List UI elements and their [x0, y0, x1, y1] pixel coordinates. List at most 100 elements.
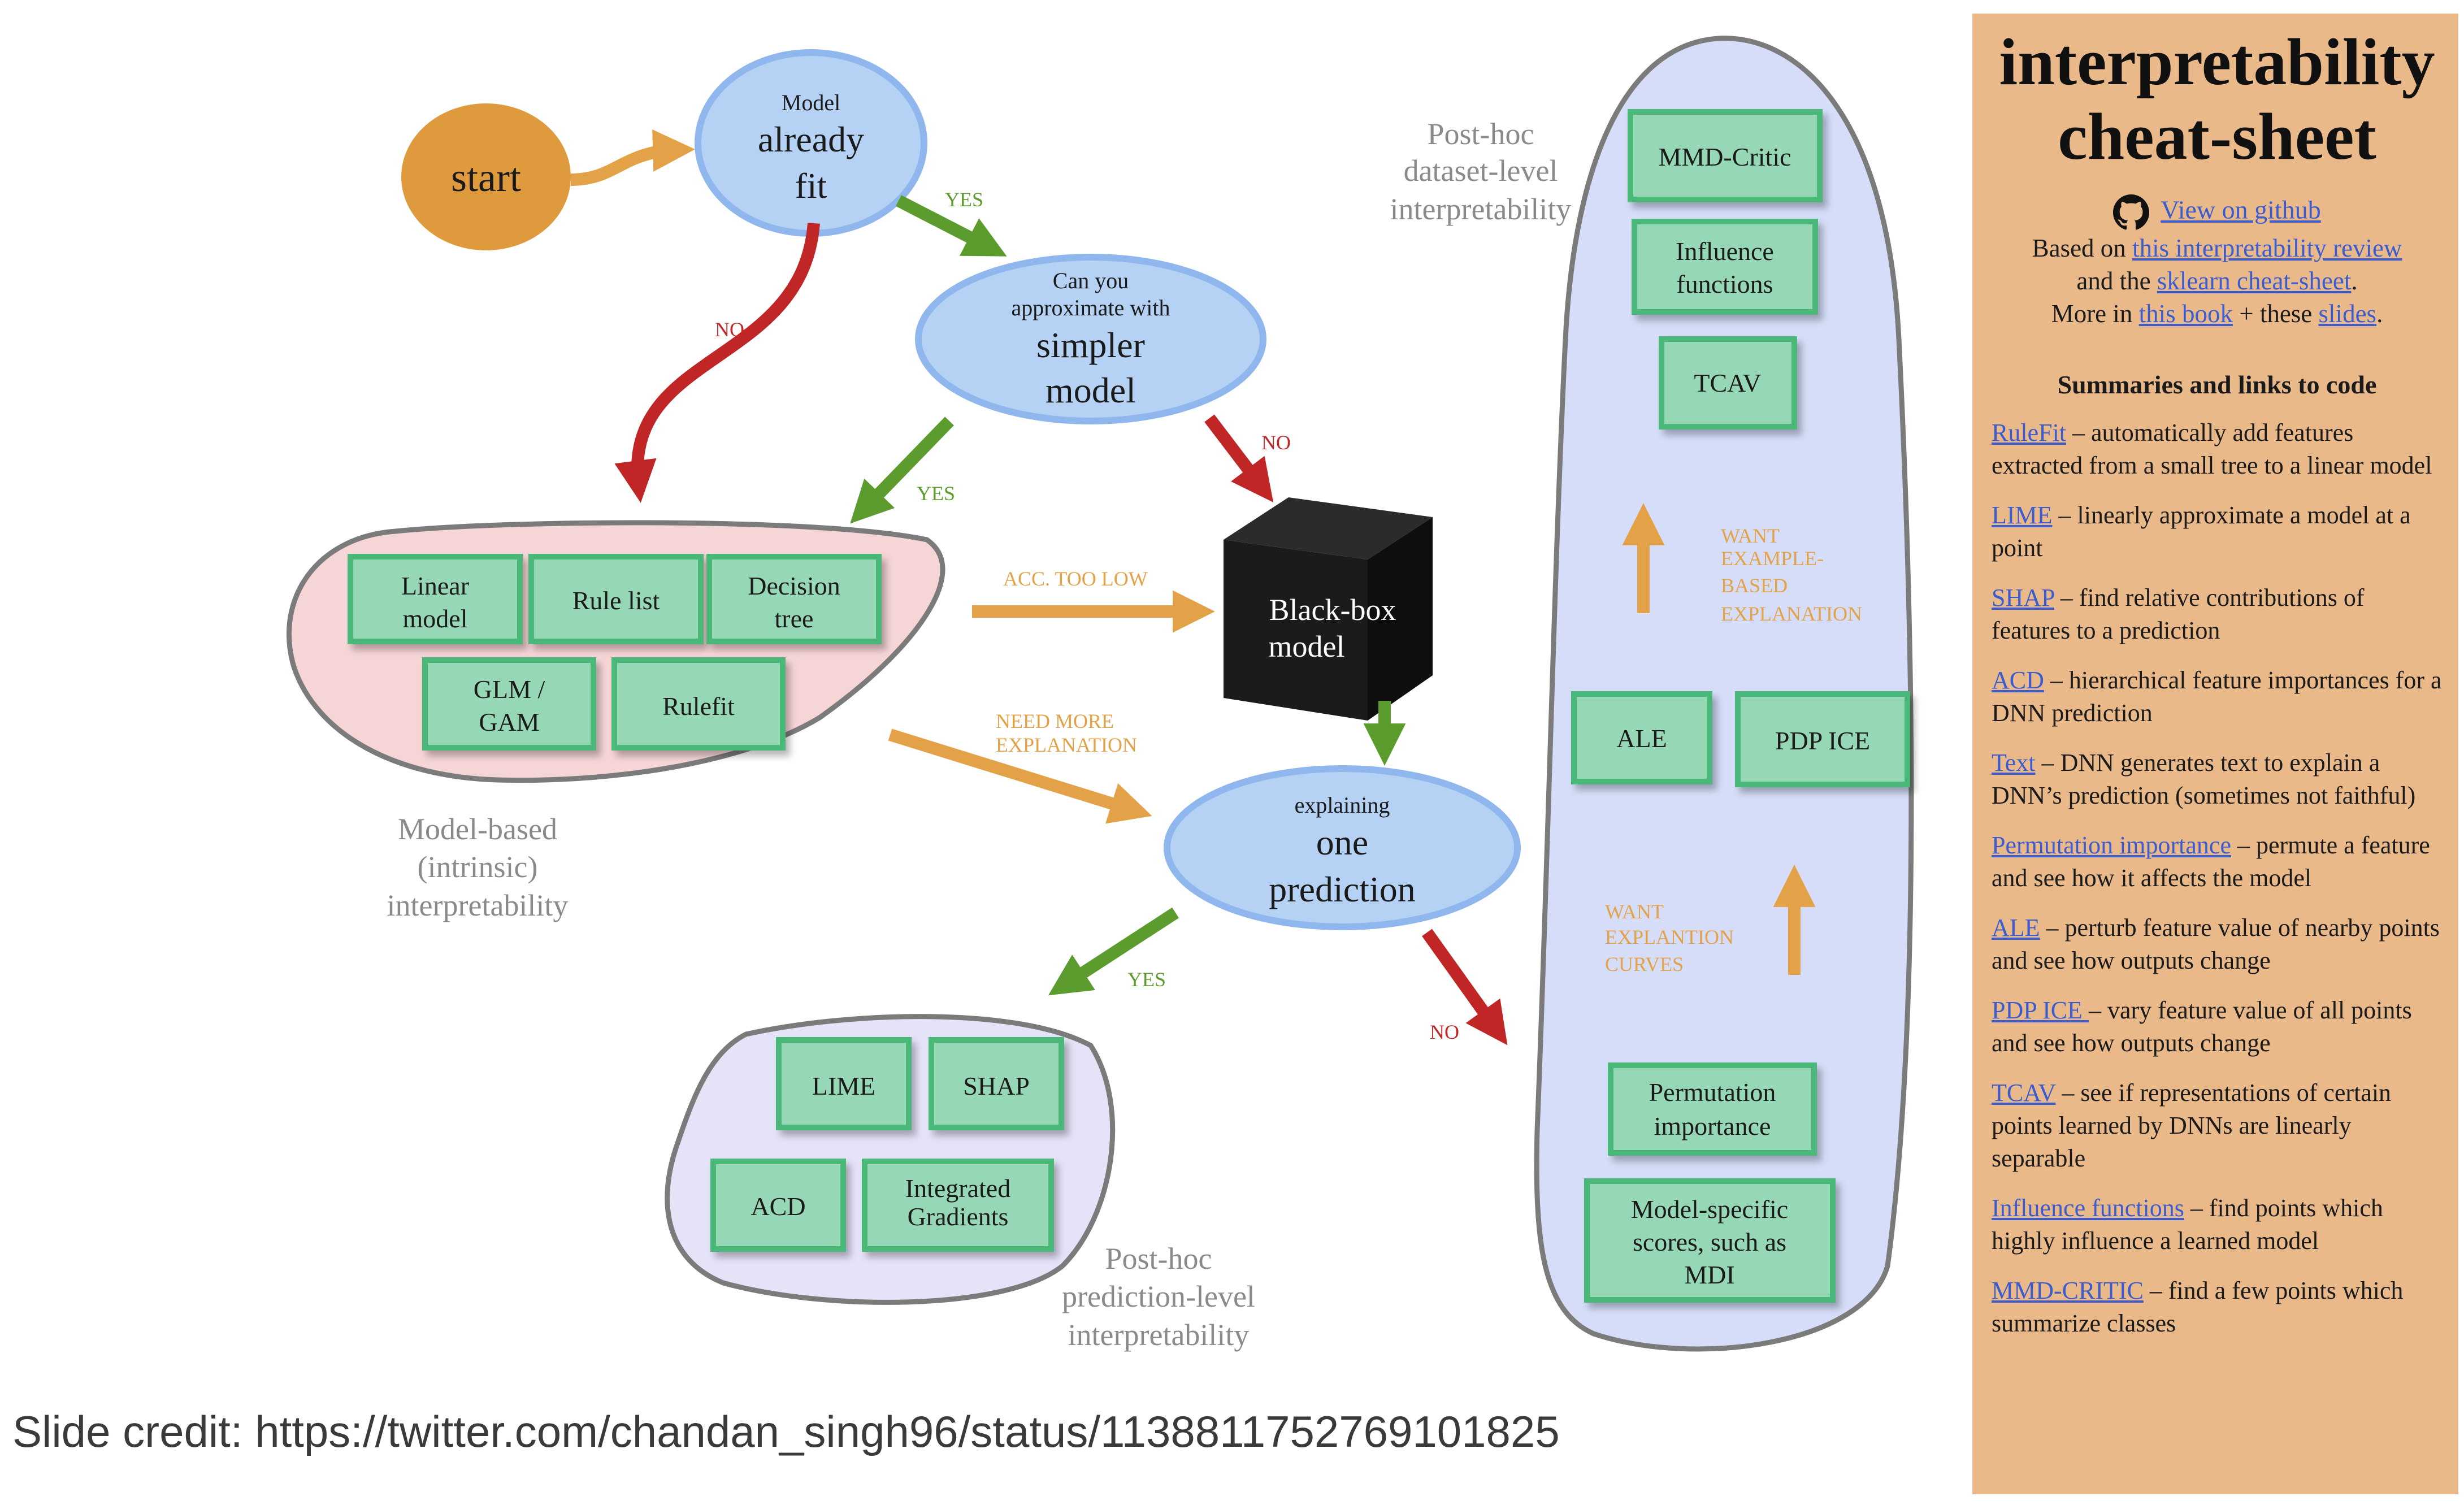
arrow-prediction-yes [1048, 907, 1179, 996]
intro-l2-pre: and the [2076, 267, 2157, 295]
box-pdp-ice [1735, 691, 1910, 787]
summary-link-ale[interactable]: ALE [1992, 914, 2040, 942]
box-mmd-critic [1628, 109, 1823, 202]
box-glm-line1: GLM / [474, 675, 545, 704]
summary-desc: – linearly approximate a model at a poin… [1992, 501, 2411, 562]
box-ale [1571, 691, 1712, 784]
box-lime [776, 1037, 912, 1130]
caption-model-based-2: (intrinsic) [418, 850, 538, 884]
intro-l1-pre: Based on [2032, 234, 2133, 262]
label-yes-1: YES [945, 188, 983, 211]
caption-dataset-2: dataset-level [1404, 154, 1558, 188]
caption-dataset-3: interpretability [1390, 192, 1572, 226]
box-mdi-line2: scores, such as [1633, 1228, 1786, 1256]
box-permutation-importance [1608, 1062, 1817, 1156]
box-integrated-gradients [862, 1159, 1054, 1252]
book-link[interactable]: this book [2138, 300, 2233, 328]
box-decision-line1: Decision [748, 571, 840, 600]
summary-item: SHAP – find relative contributions of fe… [1992, 582, 2443, 647]
github-link[interactable]: View on github [2161, 195, 2321, 224]
intro-l3-pre: More in [2051, 300, 2139, 328]
box-mmd-label: MMD-Critic [1658, 142, 1791, 171]
q1-small: Model [782, 90, 840, 115]
box-shap-label: SHAP [963, 1072, 1030, 1100]
slide-credit: Slide credit: https://twitter.com/chanda… [12, 1407, 1560, 1456]
summary-link-acd[interactable]: ACD [1992, 666, 2044, 694]
summary-desc: – vary feature value of all points and s… [1992, 996, 2412, 1057]
caption-dataset-1: Post-hoc [1428, 117, 1534, 151]
black-box-model: Black-box model [1224, 497, 1433, 721]
summary-item: RuleFit – automatically add features ext… [1992, 417, 2443, 482]
box-rulefit-label: Rulefit [662, 692, 735, 721]
dataset-level-region [1534, 36, 1914, 1352]
summary-link-influence[interactable]: Influence functions [1992, 1194, 2184, 1222]
label-want-curves-3: CURVES [1605, 953, 1684, 975]
summary-item: Permutation importance – permute a featu… [1992, 829, 2443, 895]
start-label: start [451, 155, 521, 200]
panel-title-line1: interpretability [1999, 25, 2435, 99]
label-want-example-3: BASED [1721, 574, 1788, 597]
q1-big1: already [758, 119, 864, 159]
summary-item: MMD-CRITIC – find a few points which sum… [1992, 1274, 2443, 1340]
box-influence-functions [1632, 219, 1818, 315]
intro-l3-post: . [2376, 300, 2383, 328]
arrow-prediction-no [1422, 929, 1508, 1046]
box-rule-list [528, 554, 704, 644]
caption-model-based-3: interpretability [387, 888, 569, 922]
q2-big1: simpler [1036, 325, 1145, 365]
box-lime-label: LIME [812, 1072, 875, 1100]
summaries-title: Summaries and links to code [2057, 370, 2377, 399]
summary-desc: – permute a feature and see how it affec… [1992, 831, 2430, 892]
panel-title-line2: cheat-sheet [2058, 99, 2376, 174]
box-glm-line2: GAM [479, 708, 539, 736]
q1-big2: fit [795, 166, 827, 206]
question-simpler-model [915, 254, 1266, 424]
label-need-more-1: NEED MORE [996, 710, 1114, 732]
summary-item: Text – DNN generates text to explain a D… [1992, 747, 2443, 812]
box-ale-label: ALE [1616, 724, 1667, 753]
summary-desc: – hierarchical feature importances for a… [1992, 666, 2442, 727]
box-linear-model [348, 554, 523, 644]
summary-link-rulefit[interactable]: RuleFit [1992, 419, 2067, 446]
summary-link-tcav[interactable]: TCAV [1992, 1079, 2056, 1107]
summary-link-mmd[interactable]: MMD-CRITIC [1992, 1277, 2144, 1304]
summary-desc: – perturb feature value of nearby points… [1992, 914, 2440, 974]
box-linear-line1: Linear [401, 571, 469, 600]
caption-prediction-3: interpretability [1068, 1318, 1250, 1352]
summary-item: TCAV – see if representations of certain… [1992, 1077, 2443, 1175]
box-tcav [1659, 336, 1797, 430]
arrow-simpler-yes [850, 417, 954, 524]
sklearn-link[interactable]: sklearn cheat-sheet [2157, 267, 2352, 295]
summary-link-shap[interactable]: SHAP [1992, 584, 2054, 611]
caption-prediction-2: prediction-level [1062, 1280, 1255, 1313]
box-acd [710, 1159, 846, 1252]
black-box-line2: model [1269, 630, 1345, 663]
box-linear-line2: model [403, 604, 468, 633]
q3-small: explaining [1295, 792, 1390, 818]
cheat-sheet-panel: interpretability cheat-sheet View on git… [1972, 14, 2458, 1494]
q2-small1: Can you [1053, 268, 1129, 293]
summary-link-pdp-ice[interactable]: PDP ICE [1992, 996, 2089, 1024]
summary-link-text[interactable]: Text [1992, 749, 2036, 777]
summary-link-lime[interactable]: LIME [1992, 501, 2053, 529]
intro-l2-post: . [2351, 267, 2358, 295]
box-influence-line2: functions [1676, 270, 1773, 298]
summary-desc: – find relative contributions of feature… [1992, 584, 2365, 644]
intro-l3-mid: + these [2232, 300, 2319, 328]
box-rule-list-label: Rule list [572, 586, 660, 615]
label-need-more-2: EXPLANATION [996, 734, 1137, 756]
box-model-specific-mdi [1584, 1178, 1836, 1303]
review-link[interactable]: this interpretability review [2132, 234, 2402, 262]
box-acd-label: ACD [751, 1192, 805, 1221]
arrow-need-more [888, 728, 1152, 824]
summary-link-permutation[interactable]: Permutation importance [1992, 831, 2231, 859]
box-perm-line2: importance [1654, 1112, 1771, 1140]
label-yes-2: YES [917, 482, 955, 505]
box-ig-line2: Gradients [908, 1202, 1009, 1231]
label-want-example-2: EXAMPLE- [1721, 547, 1824, 570]
box-ig-line1: Integrated [905, 1174, 1010, 1203]
label-want-curves-2: EXPLANTION [1605, 926, 1734, 948]
github-row: View on github [1992, 194, 2443, 231]
slides-link[interactable]: slides [2318, 300, 2377, 328]
summary-item: ACD – hierarchical feature importances f… [1992, 664, 2443, 730]
